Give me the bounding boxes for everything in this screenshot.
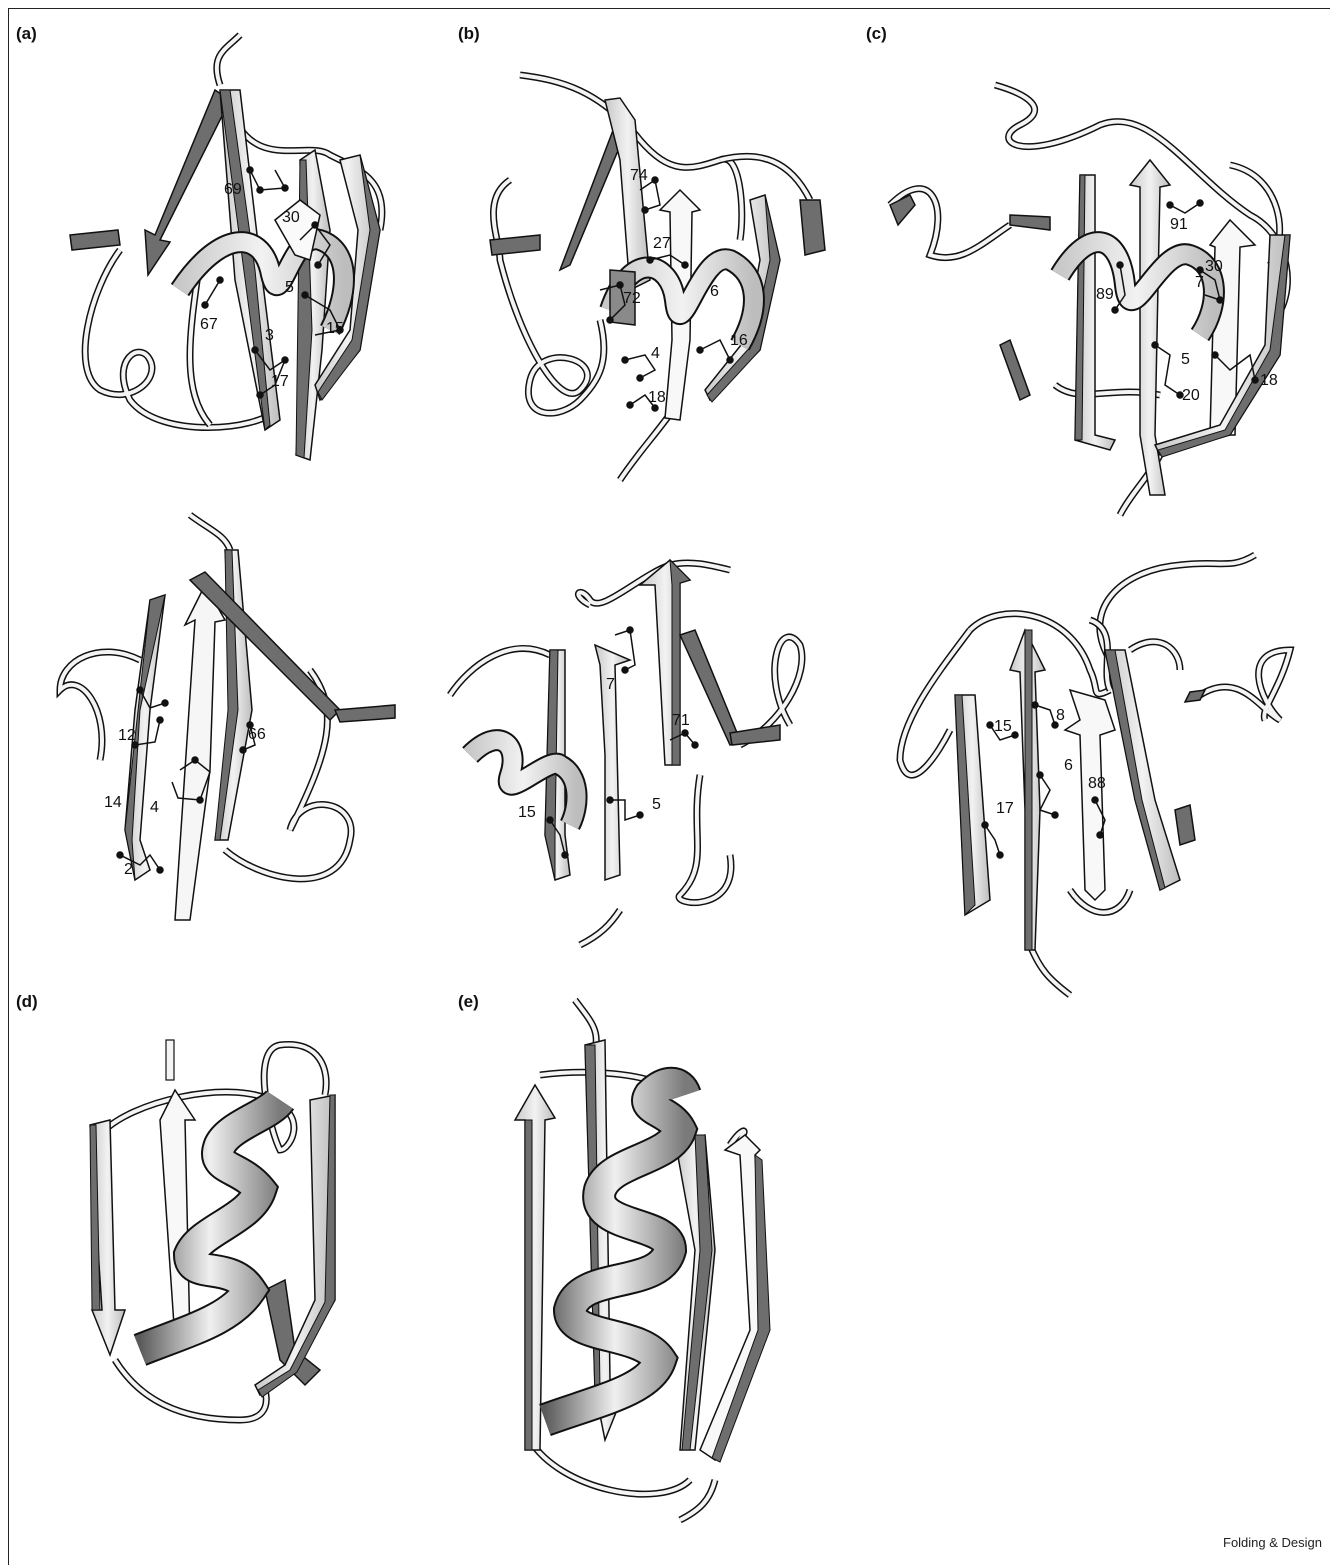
residue-label: 30 [1205, 259, 1223, 275]
residue-label: 15 [994, 719, 1012, 735]
residue-label: 15 [326, 321, 344, 337]
residue-label: 18 [1260, 373, 1278, 389]
residue-label: 3 [265, 328, 274, 344]
residue-label: 72 [623, 291, 641, 307]
residue-label: 17 [271, 374, 289, 390]
residue-label: 30 [282, 210, 300, 226]
residue-label: 74 [630, 168, 648, 184]
residue-label: 14 [104, 795, 122, 811]
protein-ribbon-c-bottom [880, 550, 1320, 995]
panel-e [500, 1000, 800, 1520]
panel-a-top: 69 30 5 67 3 15 17 [60, 30, 420, 470]
panel-label-d: (d) [16, 992, 38, 1012]
journal-credit: Folding & Design [1223, 1535, 1322, 1550]
residue-label: 8 [1056, 708, 1065, 724]
residue-label: 18 [648, 390, 666, 406]
residue-label: 69 [224, 182, 242, 198]
residue-label: 7 [606, 677, 615, 693]
residue-label: 66 [248, 727, 266, 743]
residue-label: 4 [150, 800, 159, 816]
protein-ribbon-b-top [460, 60, 840, 490]
residue-label: 67 [200, 317, 218, 333]
panel-a-bottom: 12 66 14 4 2 [40, 510, 410, 930]
residue-label: 4 [651, 346, 660, 362]
residue-label: 88 [1088, 776, 1106, 792]
residue-label: 91 [1170, 217, 1188, 233]
residue-label: 2 [124, 862, 133, 878]
panel-label-c: (c) [866, 24, 887, 44]
panel-b-top: 74 27 72 6 4 16 18 [460, 60, 840, 490]
residue-label: 17 [996, 801, 1014, 817]
protein-ribbon-b-bottom [440, 555, 840, 945]
protein-ribbon-d [80, 1040, 350, 1460]
residue-label: 5 [285, 280, 294, 296]
protein-ribbon-a-bottom [40, 510, 410, 930]
residue-label: 27 [653, 236, 671, 252]
residue-label: 6 [710, 284, 719, 300]
protein-ribbon-c-top [870, 55, 1320, 515]
residue-label: 6 [1064, 758, 1073, 774]
panel-c-bottom: 15 8 6 88 17 [880, 550, 1320, 995]
protein-ribbon-e [500, 1000, 800, 1520]
panel-label-b: (b) [458, 24, 480, 44]
panel-label-a: (a) [16, 24, 37, 44]
residue-label: 5 [652, 797, 661, 813]
residue-label: 12 [118, 728, 136, 744]
panel-d [80, 1040, 350, 1460]
panel-label-e: (e) [458, 992, 479, 1012]
residue-label: 20 [1182, 388, 1200, 404]
panel-c-top: 91 30 7 89 5 20 18 [870, 55, 1320, 515]
protein-ribbon-a-top [60, 30, 420, 470]
residue-label: 15 [518, 805, 536, 821]
residue-label: 7 [1195, 275, 1204, 291]
residue-label: 16 [730, 333, 748, 349]
panel-b-bottom: 7 71 15 5 [440, 555, 840, 945]
residue-label: 5 [1181, 352, 1190, 368]
residue-label: 89 [1096, 287, 1114, 303]
residue-label: 71 [672, 713, 690, 729]
